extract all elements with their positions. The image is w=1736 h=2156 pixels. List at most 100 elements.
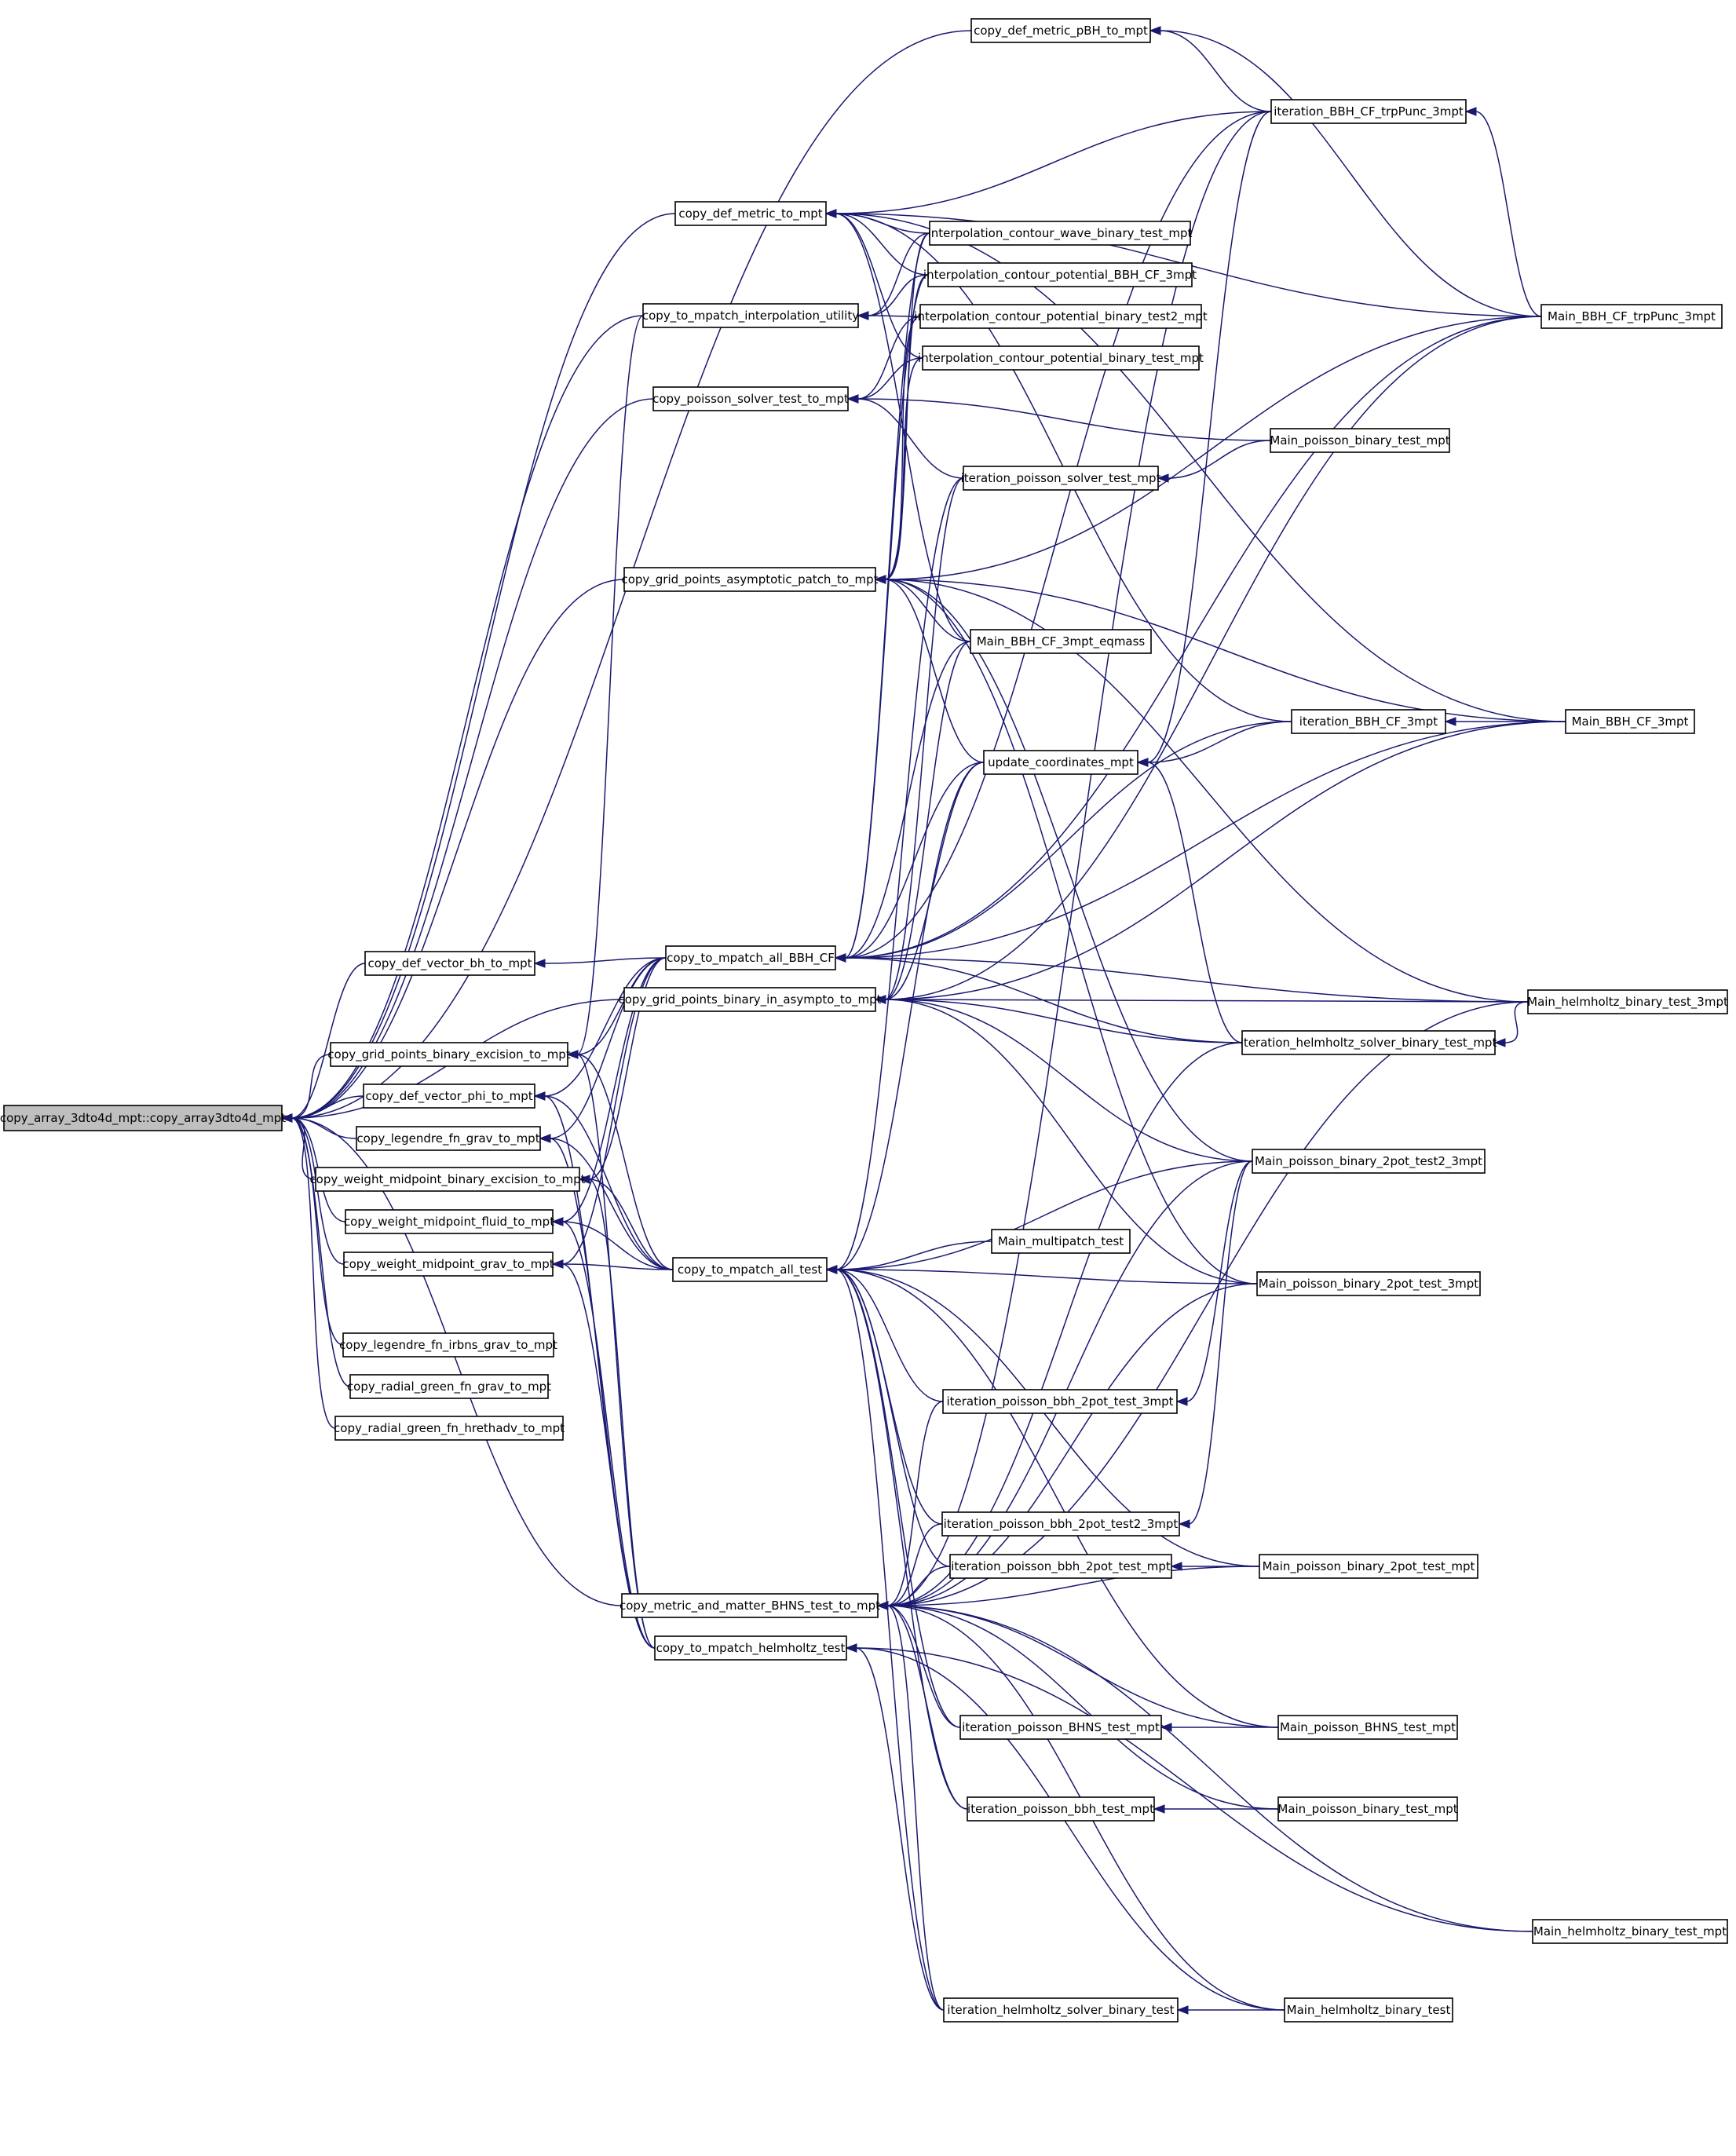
- node-copy-to-mpatch-all-test[interactable]: copy_to_mpatch_all_test: [672, 1257, 828, 1282]
- call-edge-interpolation_contour_potential_binary_test_mpt-to-copy_grid_points_asymptotic_patch_to_mpt: [884, 357, 923, 580]
- node-copy-radial-green-fn-grav-to-mpt[interactable]: copy_radial_green_fn_grav_to_mpt: [347, 1374, 551, 1399]
- arrowhead: [1136, 758, 1149, 767]
- node-interpolation-contour-wave-binary-test-mpt[interactable]: interpolation_contour_wave_binary_test_m…: [928, 221, 1193, 246]
- node-copy-metric-and-matter-bhns-test-to-mpt[interactable]: copy_metric_and_matter_BHNS_test_to_mpt: [619, 1593, 880, 1618]
- node-iteration-poisson-bbh-test-mpt[interactable]: iteration_poisson_bbh_test_mpt: [967, 1796, 1155, 1822]
- node-interpolation-contour-potential-binary-test-mpt[interactable]: interpolation_contour_potential_binary_t…: [918, 345, 1204, 371]
- node-copy-to-mpatch-interpolation-utility[interactable]: copy_to_mpatch_interpolation_utility: [642, 303, 859, 328]
- call-edge-iteration_BBH_CF_trpPunc_3mpt-to-copy_def_metric_to_mpt: [835, 111, 1272, 214]
- node-label: Main_poisson_binary_2pot_test2_3mpt: [1255, 1154, 1482, 1169]
- node-box: [963, 466, 1159, 491]
- node-main-poisson-bhns-test-mpt[interactable]: Main_poisson_BHNS_test_mpt: [1277, 1715, 1458, 1740]
- node-iteration-poisson-solver-test-mpt[interactable]: iteration_poisson_solver_test_mpt: [961, 466, 1161, 491]
- node-box: [356, 1126, 541, 1151]
- call-edge-copy_to_mpatch_all_BBH_CF-to-copy_weight_midpoint_fluid_to_mpt: [561, 957, 667, 1222]
- node-iteration-helmholtz-solver-binary-test[interactable]: iteration_helmholtz_solver_binary_test: [943, 1997, 1179, 2023]
- node-copy-radial-green-fn-hrethadv-to-mpt[interactable]: copy_radial_green_fn_hrethadv_to_mpt: [334, 1416, 565, 1441]
- node-main-bbh-cf-3mpt[interactable]: Main_BBH_CF_3mpt: [1565, 709, 1695, 734]
- node-box: [1241, 1030, 1496, 1055]
- call-edge-copy_poisson_solver_test_to_mpt-to-root: [291, 398, 654, 1119]
- node-copy-grid-points-binary-in-asympto-to-mpt[interactable]: copy_grid_points_binary_in_asympto_to_mp…: [618, 987, 882, 1012]
- node-label: iteration_poisson_solver_test_mpt: [961, 471, 1161, 486]
- node-iteration-poisson-bbh-2pot-test-3mpt[interactable]: iteration_poisson_bbh_2pot_test_3mpt: [942, 1389, 1178, 1414]
- node-box: [1277, 1796, 1458, 1822]
- node-copy-grid-points-asymptotic-patch-to-mpt[interactable]: copy_grid_points_asymptotic_patch_to_mpt: [621, 567, 879, 592]
- call-edge-copy_legendre_fn_irbns_grav_to_mpt-to-root: [291, 1117, 344, 1346]
- node-box: [672, 1257, 828, 1282]
- arrowhead: [533, 1091, 546, 1101]
- call-edge-update_coordinates_mpt-to-copy_grid_points_asymptotic_patch_to_mpt: [884, 579, 985, 763]
- node-main-multipatch-test[interactable]: Main_multipatch_test: [991, 1229, 1131, 1254]
- call-edge-interpolation_contour_potential_BBH_CF_3mpt-to-copy_def_metric_to_mpt: [835, 213, 929, 276]
- node-main-poisson-binary-test-mpt[interactable]: Main_poisson_binary_test_mpt: [1277, 1796, 1458, 1822]
- call-edge-Main_poisson_binary_2pot_test2_3mpt-to-copy_to_mpatch_all_test: [835, 1160, 1253, 1270]
- node-copy-to-mpatch-helmholtz-test[interactable]: copy_to_mpatch_helmholtz_test: [654, 1635, 847, 1661]
- call-edge-interpolation_contour_potential_binary_test2_mpt-to-copy_poisson_solver_test_to_mpt: [857, 316, 921, 400]
- call-edge-iteration_poisson_bbh_test_mpt-to-copy_metric_and_matter_BHNS_test_to_mpt: [886, 1605, 968, 1810]
- node-copy-def-metric-pbh-to-mpt[interactable]: copy_def_metric_pBH_to_mpt: [970, 18, 1151, 43]
- node-iteration-helmholtz-solver-binary-test-mpt[interactable]: iteration_helmholtz_solver_binary_test_m…: [1241, 1030, 1497, 1055]
- node-box: [621, 1593, 879, 1618]
- node-box: [345, 1209, 554, 1234]
- node-iteration-poisson-bbh-2pot-test2-3mpt[interactable]: iteration_poisson_bbh_2pot_test2_3mpt: [941, 1511, 1180, 1537]
- node-main-bbh-cf-trppunc-3mpt[interactable]: Main_BBH_CF_trpPunc_3mpt: [1540, 304, 1723, 329]
- arrowhead: [1153, 1804, 1165, 1814]
- node-copy-weight-midpoint-grav-to-mpt[interactable]: copy_weight_midpoint_grav_to_mpt: [342, 1252, 554, 1277]
- node-main-bbh-cf-3mpt-eqmass[interactable]: Main_BBH_CF_3mpt_eqmass: [970, 629, 1152, 654]
- node-copy-def-vector-phi-to-mpt[interactable]: copy_def_vector_phi_to_mpt: [363, 1083, 535, 1109]
- node-copy-grid-points-binary-excision-to-mpt[interactable]: copy_grid_points_binary_excision_to_mpt: [327, 1042, 571, 1067]
- arrowhead: [1170, 1562, 1182, 1571]
- node-interpolation-contour-potential-binary-test2-mpt[interactable]: interpolation_contour_potential_binary_t…: [914, 304, 1208, 329]
- arrowhead: [1444, 717, 1456, 726]
- node-main-poisson-binary-test-mpt-upper[interactable]: Main_poisson_binary_test_mpt: [1270, 428, 1450, 453]
- node-label: interpolation_contour_potential_BBH_CF_3…: [923, 268, 1197, 283]
- node-main-poisson-binary-2pot-test2-3mpt[interactable]: Main_poisson_binary_2pot_test2_3mpt: [1252, 1149, 1486, 1174]
- node-label: copy_weight_midpoint_binary_excision_to_…: [309, 1172, 585, 1187]
- call-edge-iteration_poisson_bbh_2pot_test_mpt-to-copy_to_mpatch_all_test: [835, 1269, 951, 1567]
- call-edge-copy_radial_green_fn_hrethadv_to_mpt-to-root: [291, 1117, 336, 1429]
- node-label: Main_poisson_binary_test_mpt: [1277, 1802, 1457, 1817]
- node-label: Main_BBH_CF_3mpt: [1572, 714, 1689, 729]
- node-update-coordinates-mpt[interactable]: update_coordinates_mpt: [983, 750, 1138, 775]
- arrowhead: [566, 1050, 579, 1059]
- node-label: iteration_helmholtz_solver_binary_test_m…: [1241, 1036, 1497, 1051]
- node-iteration-poisson-bbh-2pot-test-mpt[interactable]: iteration_poisson_bbh_2pot_test_mpt: [949, 1554, 1172, 1579]
- node-copy-legendre-fn-irbns-grav-to-mpt[interactable]: copy_legendre_fn_irbns_grav_to_mpt: [339, 1332, 557, 1358]
- node-copy-def-vector-bh-to-mpt[interactable]: copy_def_vector_bh_to_mpt: [364, 951, 535, 976]
- node-box: [941, 1511, 1180, 1537]
- call-edge-interpolation_contour_potential_BBH_CF_3mpt-to-copy_to_mpatch_interpolation_utility: [867, 274, 929, 316]
- node-copy-poisson-solver-test-to-mpt[interactable]: copy_poisson_solver_test_to_mpt: [652, 386, 849, 411]
- node-root[interactable]: copy_array_3dto4d_mpt::copy_array3dto4d_…: [0, 1105, 286, 1131]
- node-label: copy_def_vector_bh_to_mpt: [367, 956, 532, 971]
- call-edge-iteration_poisson_bbh_2pot_test2_3mpt-to-copy_metric_and_matter_BHNS_test_to_mpt: [886, 1523, 943, 1606]
- node-copy-weight-midpoint-binary-excision-to-mpt[interactable]: copy_weight_midpoint_binary_excision_to_…: [309, 1167, 586, 1192]
- call-edge-iteration_poisson_solver_test_mpt-to-copy_grid_points_binary_in_asympto_to_mpt: [884, 477, 964, 1000]
- node-main-helmholtz-binary-test-mpt[interactable]: Main_helmholtz_binary_test_mpt: [1532, 1919, 1728, 1944]
- call-edge-Main_poisson_binary_2pot_test2_3mpt-to-iteration_poisson_bbh_2pot_test_3mpt: [1186, 1160, 1253, 1402]
- arrowhead: [824, 209, 837, 218]
- call-edge-Main_helmholtz_binary_test-to-copy_to_mpatch_helmholtz_test: [855, 1647, 1285, 2011]
- node-main-poisson-binary-2pot-test-mpt[interactable]: Main_poisson_binary_2pot_test_mpt: [1259, 1554, 1478, 1579]
- node-iteration-poisson-bhns-test-mpt[interactable]: iteration_poisson_BHNS_test_mpt: [959, 1715, 1162, 1740]
- node-label: copy_radial_green_fn_grav_to_mpt: [347, 1379, 551, 1394]
- node-copy-weight-midpoint-fluid-to-mpt[interactable]: copy_weight_midpoint_fluid_to_mpt: [344, 1209, 554, 1234]
- arrowhead: [533, 959, 546, 968]
- call-edge-Main_BBH_CF_3mpt-to-copy_to_mpatch_all_BBH_CF: [844, 721, 1566, 959]
- node-copy-legendre-fn-grav-to-mpt[interactable]: copy_legendre_fn_grav_to_mpt: [356, 1126, 541, 1151]
- node-main-helmholtz-binary-test-3mpt[interactable]: Main_helmholtz_binary_test_3mpt: [1527, 989, 1728, 1014]
- node-main-helmholtz-binary-test[interactable]: Main_helmholtz_binary_test: [1284, 1997, 1453, 2023]
- node-copy-to-mpatch-all-bbh-cf[interactable]: copy_to_mpatch_all_BBH_CF: [665, 945, 836, 970]
- call-edge-iteration_BBH_CF_trpPunc_3mpt-to-copy_def_metric_pBH_to_mpt: [1159, 30, 1272, 112]
- node-interpolation-contour-potential-bbh-cf-3mpt[interactable]: interpolation_contour_potential_BBH_CF_3…: [923, 262, 1197, 287]
- node-iteration-bbh-cf-trppunc-3mpt[interactable]: iteration_BBH_CF_trpPunc_3mpt: [1270, 99, 1467, 124]
- call-edge-copy_to_mpatch_interpolation_utility-to-root: [291, 315, 644, 1119]
- arrowhead: [1493, 1038, 1506, 1047]
- call-edge-Main_poisson_BHNS_test_mpt-to-copy_metric_and_matter_BHNS_test_to_mpt: [886, 1605, 1279, 1728]
- call-edge-iteration_poisson_BHNS_test_mpt-to-copy_to_mpatch_all_test: [835, 1269, 961, 1728]
- arrowhead: [825, 1265, 838, 1274]
- node-copy-def-metric-to-mpt[interactable]: copy_def_metric_to_mpt: [674, 201, 827, 226]
- node-iteration-bbh-cf-3mpt[interactable]: iteration_BBH_CF_3mpt: [1291, 709, 1446, 734]
- node-main-poisson-binary-2pot-test-3mpt[interactable]: Main_poisson_binary_2pot_test_3mpt: [1256, 1271, 1481, 1296]
- node-box: [364, 951, 535, 976]
- node-label: iteration_BBH_CF_3mpt: [1299, 714, 1438, 729]
